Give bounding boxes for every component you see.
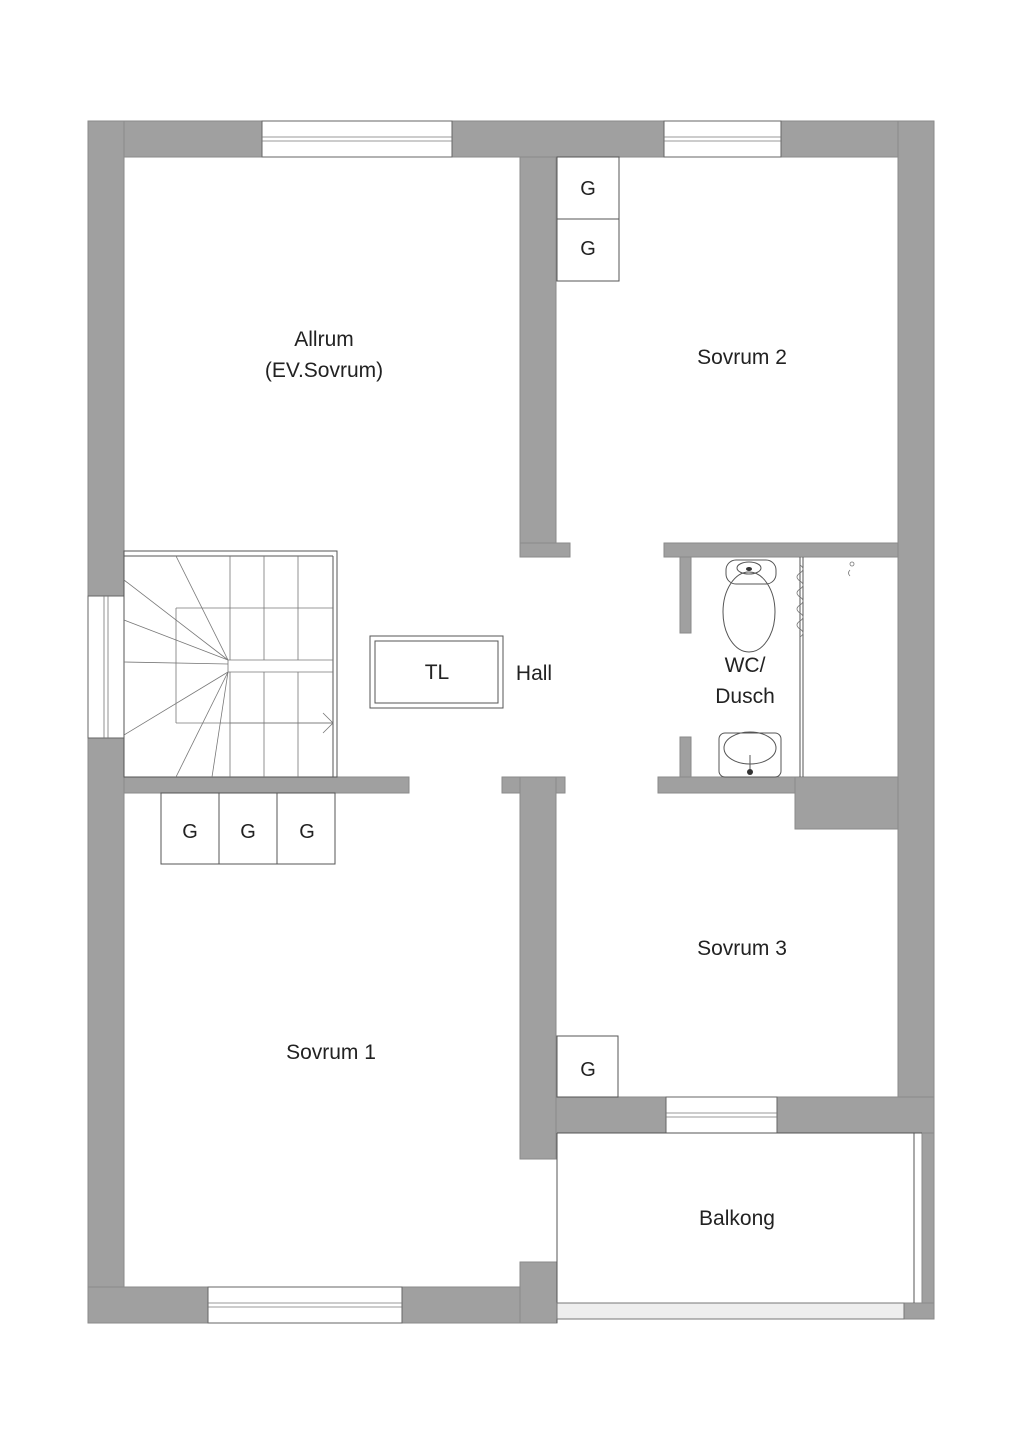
label-balkong: Balkong bbox=[699, 1207, 775, 1230]
closet-label: G bbox=[299, 821, 315, 843]
closet-label: G bbox=[182, 821, 198, 843]
label-wc-sub: Dusch bbox=[715, 685, 775, 708]
label-tl: TL bbox=[425, 661, 450, 684]
closet-label: G bbox=[240, 821, 256, 843]
label-hall: Hall bbox=[516, 662, 552, 685]
window-stairs bbox=[87, 595, 125, 739]
window-sovrum3 bbox=[665, 1096, 778, 1134]
closet-sovrum3 bbox=[556, 1035, 619, 1098]
interior-walls bbox=[123, 156, 935, 1320]
label-sovrum1: Sovrum 1 bbox=[286, 1041, 376, 1064]
windows bbox=[87, 120, 782, 1324]
closet-label: G bbox=[580, 178, 596, 200]
label-allrum: Allrum bbox=[294, 328, 354, 351]
staircase bbox=[123, 550, 338, 778]
closet-labels: G G G G G G bbox=[182, 178, 596, 1081]
balcony-outline bbox=[556, 1132, 922, 1323]
tl-box bbox=[369, 635, 504, 709]
shower-icon bbox=[796, 557, 855, 777]
closet-label: G bbox=[580, 1059, 596, 1081]
closets-sovrum1 bbox=[160, 792, 336, 865]
window-sovrum2 bbox=[663, 120, 782, 158]
window-allrum bbox=[261, 120, 453, 158]
label-allrum-sub: (EV.Sovrum) bbox=[265, 359, 383, 382]
room-labels: Allrum (EV.Sovrum) Sovrum 2 TL Hall WC/ … bbox=[265, 328, 787, 1230]
label-sovrum2: Sovrum 2 bbox=[697, 346, 787, 369]
label-wc: WC/ bbox=[725, 654, 766, 677]
outer-walls bbox=[87, 120, 935, 1324]
toilet-icon bbox=[722, 559, 777, 653]
closet-label: G bbox=[580, 238, 596, 260]
sink-icon bbox=[718, 731, 782, 778]
label-sovrum3: Sovrum 3 bbox=[697, 937, 787, 960]
window-sovrum1 bbox=[207, 1286, 403, 1324]
closets-sovrum2 bbox=[556, 156, 620, 282]
